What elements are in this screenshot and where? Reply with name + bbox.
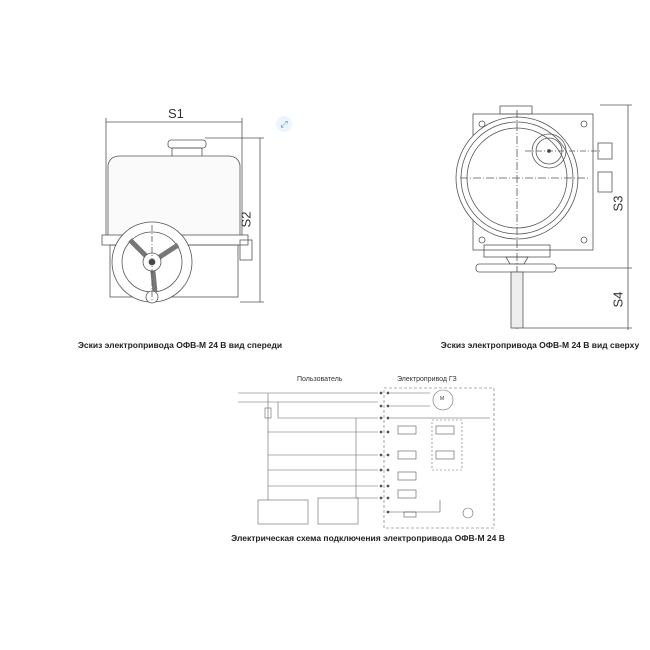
dim-s1-label: S1	[168, 106, 184, 121]
front-view-caption: Эскиз электропривода ОФВ-М 24 В вид спер…	[77, 340, 283, 350]
top-view-caption: Эскиз электропривода ОФВ-М 24 В вид свер…	[440, 340, 640, 350]
expand-image-button[interactable]: ⤢	[276, 116, 292, 132]
schematic-caption: Электрическая схема подключения электроп…	[231, 533, 505, 543]
expand-icon: ⤢	[280, 119, 288, 129]
motor-label: M	[440, 396, 445, 402]
schematic-user-header: Пользователь	[297, 376, 343, 383]
schematic-actuator-header: Электропривод ГЗ	[397, 376, 457, 383]
